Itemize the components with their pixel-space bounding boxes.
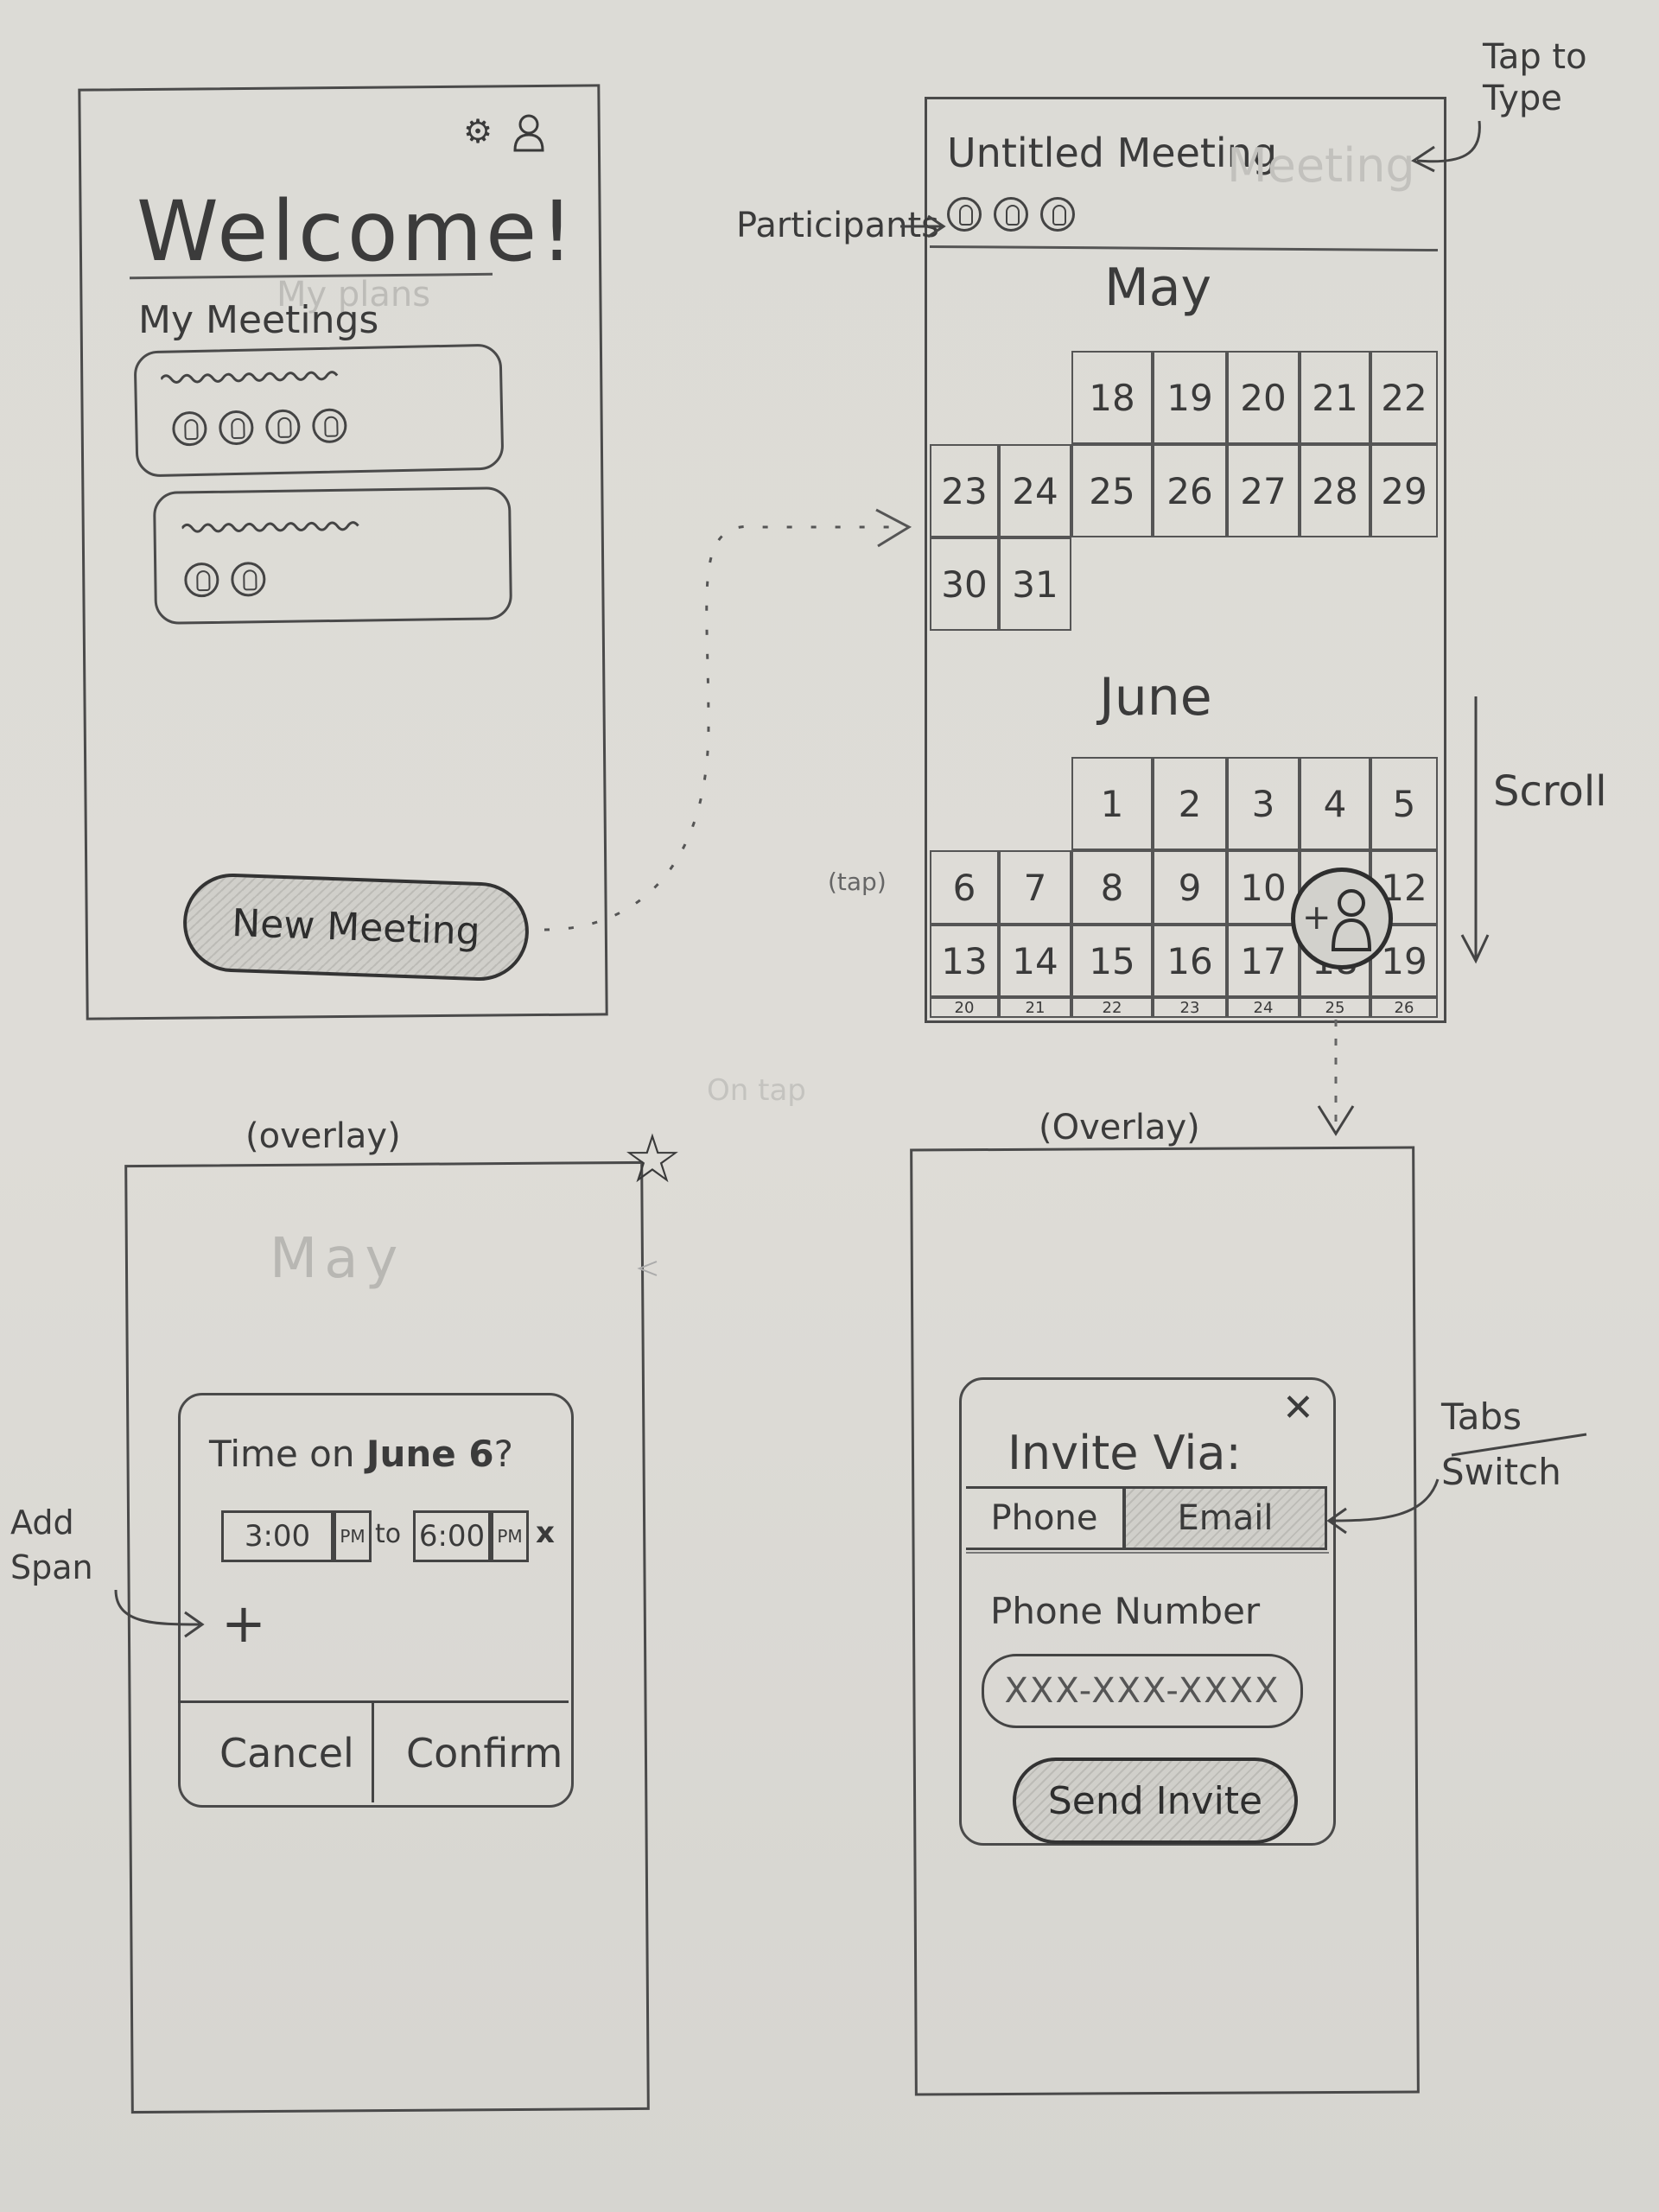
calendar-day-cell[interactable]: 4	[1300, 757, 1370, 850]
dialog-button-divider	[372, 1700, 374, 1802]
question-date: June 6	[365, 1433, 494, 1475]
tap-note: (tap)	[828, 868, 887, 896]
calendar-day-cell[interactable]: 6	[930, 850, 999, 925]
tabs-switch-note: Tabs Switch	[1441, 1395, 1561, 1493]
calendar-day-cell[interactable]: 19	[1370, 925, 1438, 997]
phone-placeholder: XXX-XXX-XXXX	[1004, 1671, 1281, 1711]
calendar-day-cell[interactable]: 20	[930, 997, 999, 1018]
close-icon[interactable]: ✕	[1282, 1386, 1314, 1430]
calendar-day-cell[interactable]: 16	[1153, 925, 1227, 997]
meeting-title-input[interactable]: Untitled Meeting	[947, 130, 1278, 176]
my-meetings-label: My Meetings	[138, 298, 379, 342]
meeting-card-2[interactable]	[152, 486, 513, 625]
invite-title: Invite Via:	[1007, 1426, 1242, 1480]
avatar	[994, 197, 1028, 232]
start-ampm-toggle[interactable]: PM	[334, 1510, 372, 1562]
plus-icon: +	[1302, 898, 1332, 938]
avatar	[1040, 197, 1075, 232]
calendar-day-cell[interactable]: 29	[1370, 444, 1438, 537]
screen-calendar-frame	[925, 97, 1446, 1023]
to-label: to	[375, 1519, 402, 1549]
avatar	[947, 197, 982, 232]
calendar-day-cell[interactable]: 25	[1300, 997, 1370, 1018]
cancel-button[interactable]: Cancel	[219, 1730, 354, 1777]
gear-icon[interactable]: ⚙	[463, 112, 493, 150]
calendar-day-cell[interactable]: 23	[930, 444, 999, 537]
end-ampm-toggle[interactable]: PM	[491, 1510, 529, 1562]
scroll-note: Scroll	[1493, 767, 1607, 816]
invite-dialog	[959, 1377, 1336, 1846]
calendar-day-cell[interactable]: 26	[1153, 444, 1227, 537]
calendar-day-cell[interactable]: 26	[1370, 997, 1438, 1018]
tab-email[interactable]: Email	[1123, 1486, 1327, 1550]
calendar-day-cell[interactable]: 23	[1153, 997, 1227, 1018]
calendar-day-cell[interactable]: 9	[1153, 850, 1227, 925]
calendar-day-cell[interactable]: 3	[1227, 757, 1300, 850]
overlay-label-left: (overlay)	[245, 1116, 401, 1156]
question-prefix: Time on	[209, 1433, 366, 1475]
person-icon	[1331, 889, 1372, 951]
question-suffix: ?	[493, 1433, 513, 1475]
calendar-avatars[interactable]	[947, 197, 1087, 235]
time-dialog	[178, 1393, 574, 1808]
tab-underline	[966, 1552, 1329, 1554]
remove-span-button[interactable]: x	[536, 1516, 555, 1550]
calendar-day-cell[interactable]: 24	[999, 444, 1071, 537]
calendar-day-cell[interactable]: 14	[999, 925, 1071, 997]
month-may: May	[1104, 257, 1212, 318]
calendar-day-cell[interactable]: 21	[1300, 351, 1370, 444]
faded-meeting: Meeting	[1227, 138, 1415, 193]
calendar-day-cell[interactable]: 25	[1071, 444, 1153, 537]
send-invite-button[interactable]: Send Invite	[1013, 1758, 1298, 1844]
calendar-day-cell[interactable]: 18	[1071, 351, 1153, 444]
calendar-day-cell[interactable]: 22	[1071, 997, 1153, 1018]
calendar-day-cell[interactable]: 17	[1227, 925, 1300, 997]
add-participant-button[interactable]: +	[1291, 868, 1393, 969]
overlay-label-right: (Overlay)	[1039, 1108, 1200, 1147]
welcome-title: Welcome!	[137, 183, 577, 280]
meeting-card-1[interactable]	[133, 343, 505, 478]
calendar-day-cell[interactable]: 8	[1071, 850, 1153, 925]
tab-phone[interactable]: Phone	[966, 1486, 1125, 1550]
phone-number-label: Phone Number	[990, 1590, 1261, 1632]
calendar-day-cell[interactable]: 7	[999, 850, 1071, 925]
calendar-day-cell[interactable]: 31	[999, 537, 1071, 631]
calendar-day-cell[interactable]: 19	[1153, 351, 1227, 444]
calendar-day-cell[interactable]: 5	[1370, 757, 1438, 850]
month-june: June	[1099, 667, 1212, 728]
star-icon: ☆	[622, 1121, 683, 1198]
calendar-day-cell[interactable]: 20	[1227, 351, 1300, 444]
calendar-day-cell[interactable]: 21	[999, 997, 1071, 1018]
calendar-day-cell[interactable]: 22	[1370, 351, 1438, 444]
calendar-day-cell[interactable]: 30	[930, 537, 999, 631]
faded-my-plans: My plans	[276, 275, 431, 315]
start-time-field[interactable]: 3:00	[221, 1510, 334, 1562]
calendar-day-cell[interactable]: 1	[1071, 757, 1153, 850]
on-tap-faded: On tap	[707, 1073, 806, 1108]
time-question: Time on June 6?	[209, 1433, 513, 1475]
phone-number-input[interactable]: XXX-XXX-XXXX	[982, 1654, 1303, 1728]
add-span-button[interactable]: +	[221, 1592, 266, 1655]
calendar-day-cell[interactable]: 2	[1153, 757, 1227, 850]
end-time-field[interactable]: 6:00	[413, 1510, 491, 1562]
calendar-day-cell[interactable]: 28	[1300, 444, 1370, 537]
tap-to-type-note: Tap to Type	[1483, 37, 1587, 118]
profile-icon[interactable]	[512, 112, 546, 152]
faded-month-may: May	[270, 1227, 405, 1291]
calendar-day-cell[interactable]: 24	[1227, 997, 1300, 1018]
calendar-day-cell[interactable]: 27	[1227, 444, 1300, 537]
calendar-day-cell[interactable]: 13	[930, 925, 999, 997]
add-span-note: Add Span	[10, 1503, 93, 1586]
calendar-day-cell[interactable]: 15	[1071, 925, 1153, 997]
calendar-day-cell[interactable]: 10	[1227, 850, 1300, 925]
confirm-button[interactable]: Confirm	[406, 1730, 563, 1777]
